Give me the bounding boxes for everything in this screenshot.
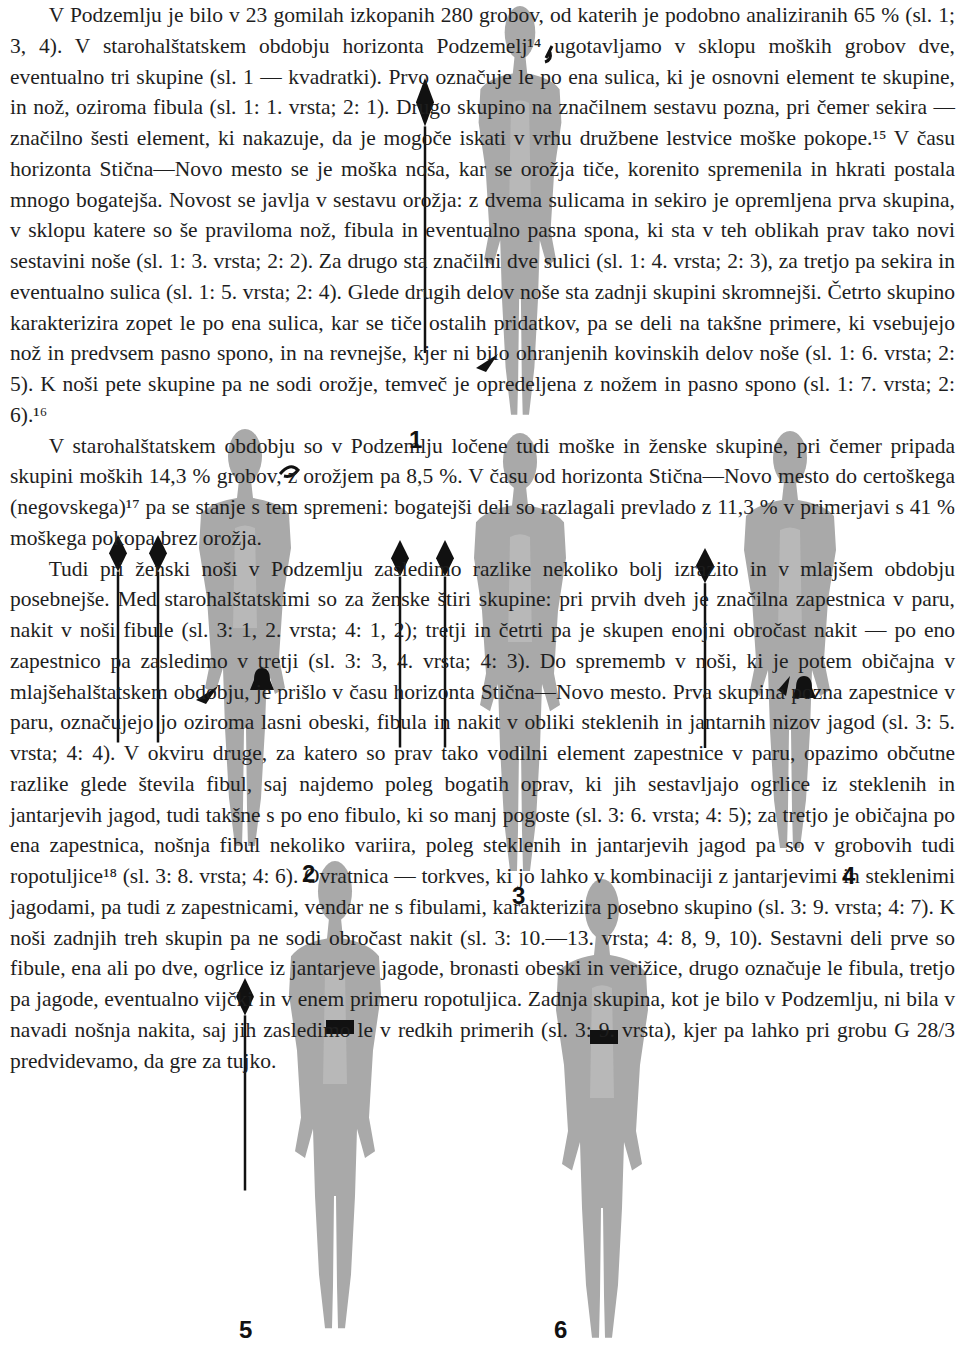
body-paragraph: V starohalštatskem obdobju so v Podzemlj… xyxy=(10,431,955,554)
figure-number: 3 xyxy=(512,884,525,908)
figure-number: 1 xyxy=(409,428,422,452)
body-paragraph: Tudi pri ženski noši v Podzemlju zasledi… xyxy=(10,554,955,1077)
figure-number: 2 xyxy=(302,862,315,886)
body-paragraph: V Podzemlju je bilo v 23 gomilah izkopan… xyxy=(10,0,955,431)
figure-number: 4 xyxy=(842,864,855,888)
figure-number: 5 xyxy=(239,1318,252,1342)
figure-number: 6 xyxy=(554,1318,567,1342)
text-column: V Podzemlju je bilo v 23 gomilah izkopan… xyxy=(10,0,955,1076)
